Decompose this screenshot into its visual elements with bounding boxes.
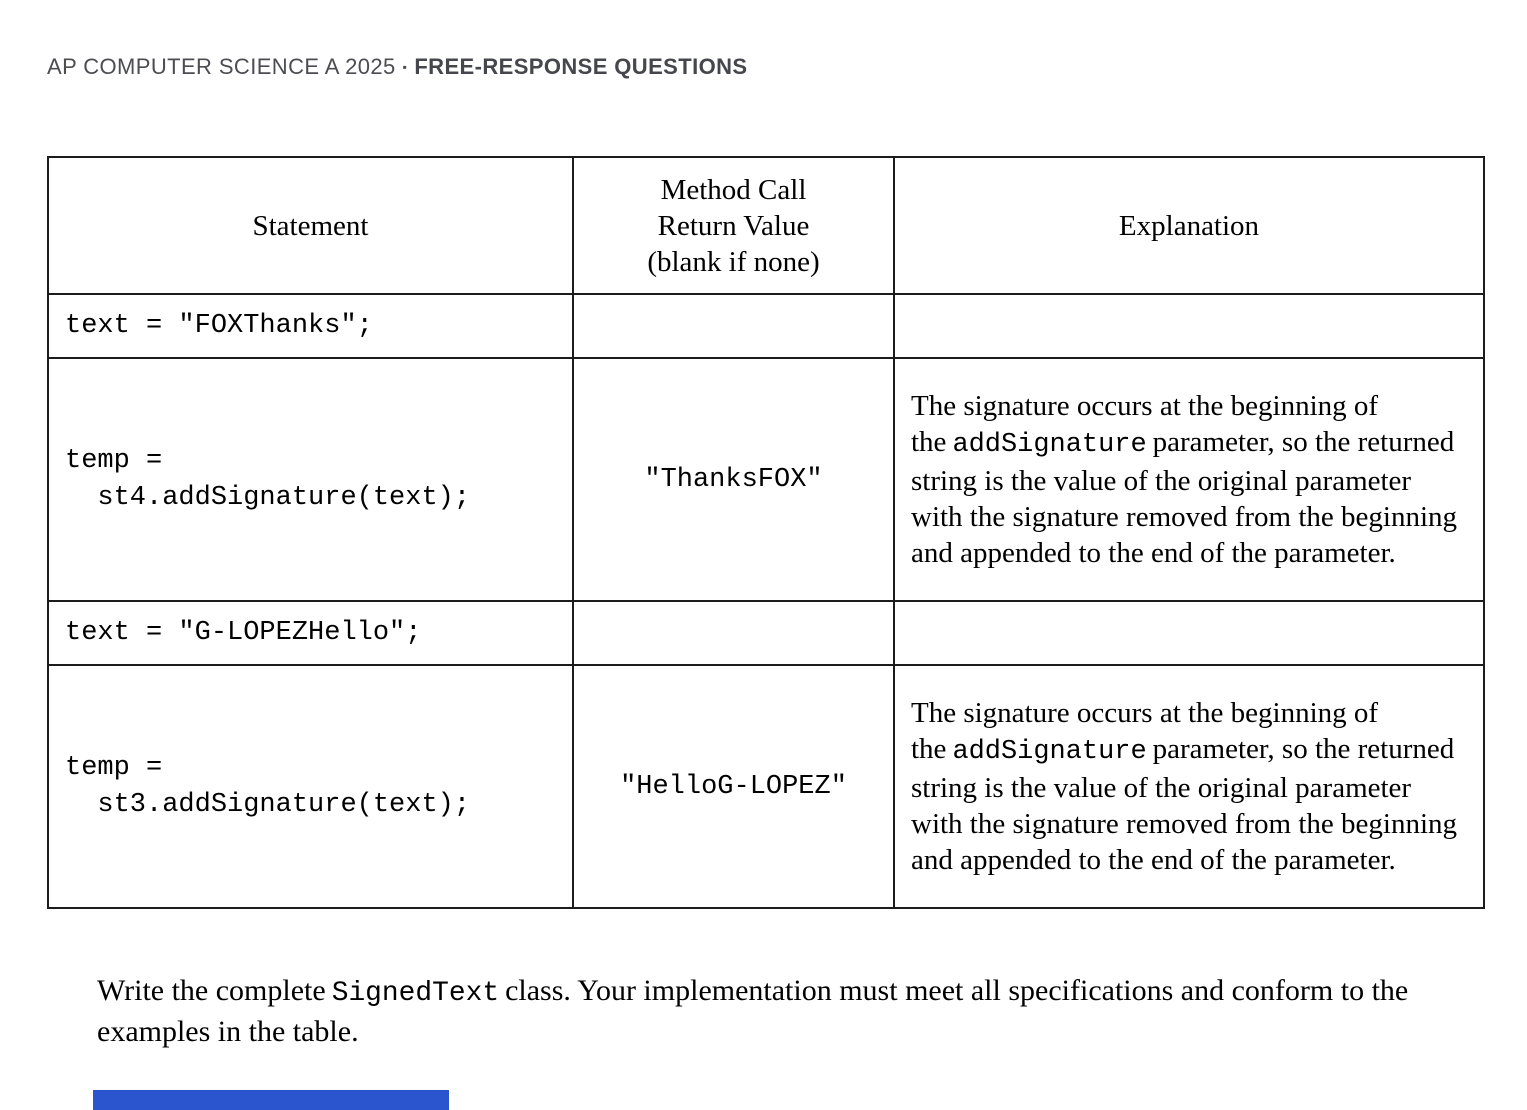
column-header-explanation: Explanation	[893, 156, 1485, 295]
text-segment: Write the complete	[97, 974, 326, 1007]
text-segment: The signature occurs at the beginning of…	[911, 697, 1379, 765]
footer-accent-bar	[93, 1090, 449, 1110]
table-body: text = "FOXThanks"; temp = st4.addSignatu…	[47, 293, 1485, 909]
text-segment: The signature occurs at the beginning of…	[911, 390, 1379, 458]
statement-cell: temp = st4.addSignature(text);	[47, 357, 574, 602]
statement-code: temp = st3.addSignature(text);	[65, 752, 471, 820]
statement-cell: text = "G-LOPEZHello";	[47, 600, 574, 666]
statement-code: text = "G-LOPEZHello";	[65, 617, 422, 648]
table-row: text = "G-LOPEZHello";	[47, 600, 1485, 666]
statement-code: temp = st4.addSignature(text);	[65, 445, 471, 513]
text-segment: parameter, so the returned string is the…	[911, 426, 1458, 569]
statement-cell: temp = st3.addSignature(text);	[47, 664, 574, 909]
page-running-header: AP COMPUTER SCIENCE A 2025 ▪ FREE-RESPONSE…	[47, 54, 747, 80]
table-row: temp = st4.addSignature(text); "ThanksFOX…	[47, 357, 1485, 602]
return-value-cell: "HelloG-LOPEZ"	[572, 664, 895, 909]
table-row: temp = st3.addSignature(text); "HelloG-LO…	[47, 664, 1485, 909]
method-examples-table: Statement Method Call Return Value (blan…	[47, 156, 1485, 909]
table-header-row: Statement Method Call Return Value (blan…	[47, 156, 1485, 295]
explanation-cell	[893, 600, 1485, 666]
statement-cell: text = "FOXThanks";	[47, 293, 574, 359]
inline-code: SignedText	[331, 978, 500, 1009]
explanation-cell: The signature occurs at the beginning of…	[893, 357, 1485, 602]
inline-code: addSignature	[952, 737, 1147, 767]
explanation-cell: The signature occurs at the beginning of…	[893, 664, 1485, 909]
section-title: FREE-RESPONSE QUESTIONS	[414, 54, 748, 79]
square-bullet-icon: ▪	[402, 60, 408, 74]
column-header-statement: Statement	[47, 156, 574, 295]
return-value-cell	[572, 600, 895, 666]
statement-code: text = "FOXThanks";	[65, 310, 373, 341]
return-value-cell: "ThanksFOX"	[572, 357, 895, 602]
column-header-return-value: Method Call Return Value (blank if none)	[572, 156, 895, 295]
inline-code: addSignature	[952, 430, 1147, 460]
exam-title: AP COMPUTER SCIENCE A 2025	[47, 54, 396, 79]
return-value-cell	[572, 293, 895, 359]
table-row: text = "FOXThanks";	[47, 293, 1485, 359]
text-segment: class. Your implementation must meet all…	[97, 974, 1409, 1048]
explanation-cell	[893, 293, 1485, 359]
text-segment: parameter, so the returned string is the…	[911, 733, 1458, 876]
